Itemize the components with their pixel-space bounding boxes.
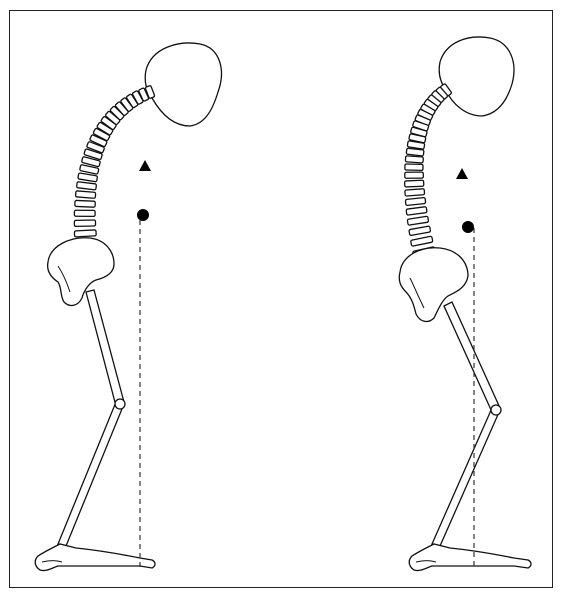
vertebra [74,230,96,237]
vertebra [411,236,433,246]
tibia-right [432,408,500,546]
circle-marker-left [137,209,149,221]
tibia-left [58,402,124,546]
skull-right [439,37,514,116]
vertebra [405,156,423,163]
vertebra [74,220,95,226]
femur-right [444,302,500,412]
foot-left [35,544,155,571]
vertebra [75,191,95,199]
skeleton-left [35,43,221,571]
vertebra [75,200,96,207]
vertebra [405,172,424,178]
vertebra [405,197,425,205]
triangle-marker-right [456,168,468,179]
vertebra [74,210,95,216]
skull-left [145,43,221,126]
pelvis-right [399,248,468,322]
foot-right [409,544,531,571]
vertebra [406,148,424,156]
skeleton-right [399,37,531,571]
vertebra [405,189,425,196]
vertebra [407,216,428,225]
vertebra [405,180,424,187]
pelvis-left [48,238,114,306]
vertebra [77,182,97,190]
triangle-marker-left [139,160,151,171]
vertebra [405,164,423,171]
circle-marker-right [462,221,474,233]
vertebra [409,226,431,236]
spine-right [405,83,452,257]
femur-left [86,290,124,406]
vertebra [406,207,427,216]
